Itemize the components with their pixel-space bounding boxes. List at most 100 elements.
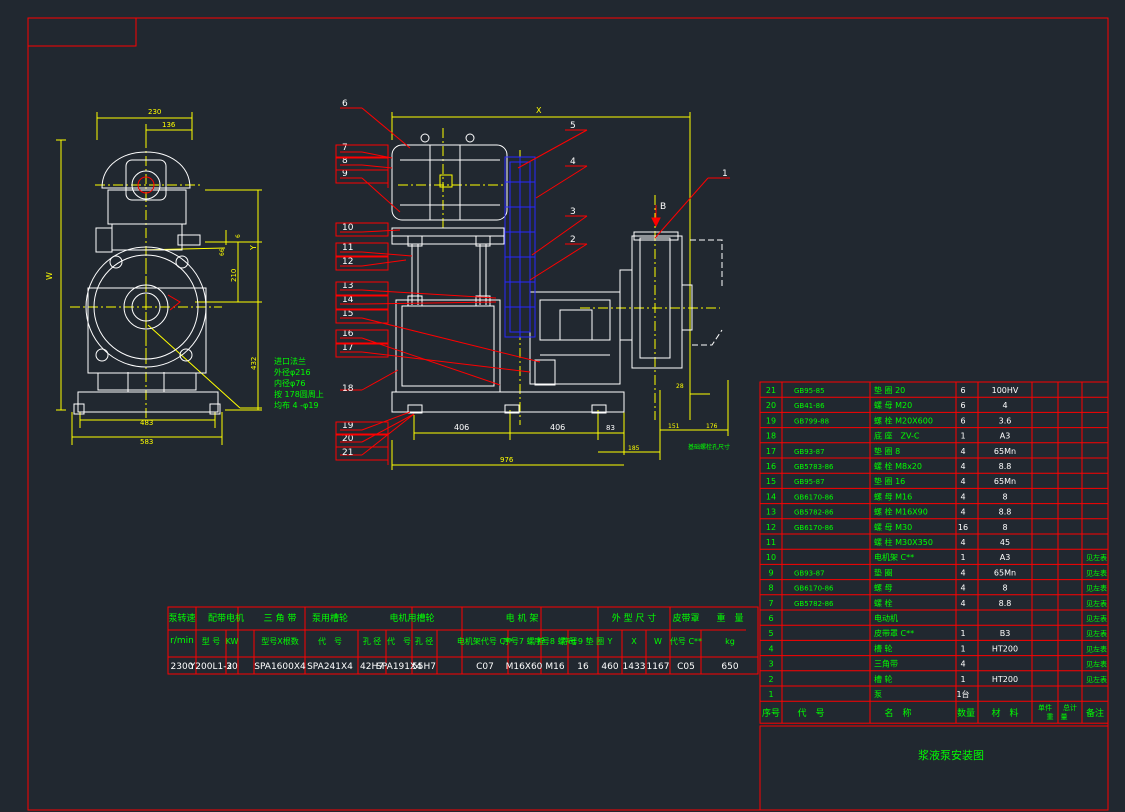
parts-qty: 4 — [960, 508, 965, 517]
parts-qty: 1 — [960, 553, 965, 562]
leader-4: 4 — [535, 157, 588, 199]
dim-83: 83 — [606, 424, 615, 432]
dim-28: 28 — [676, 383, 684, 390]
parts-name: 槽 轮 — [874, 643, 893, 653]
motor-cell-1: Y200L1-2 — [189, 662, 232, 672]
parts-no: 11 — [766, 538, 776, 547]
parts-name: 螺 栓 M8x20 — [874, 461, 922, 471]
parts-no: 20 — [766, 401, 776, 410]
dim-176: 176 — [706, 423, 718, 430]
part-balloon-12: 12 — [342, 257, 353, 267]
base-bolt-note: 基础螺栓孔尺寸 — [688, 443, 730, 451]
dim-w: W — [45, 272, 54, 280]
parts-no: 10 — [766, 553, 776, 562]
dim-583: 583 — [140, 438, 153, 446]
dim-66: 66 — [219, 248, 226, 256]
motor-subheader-13: W — [654, 637, 662, 646]
parts-header-qty: 数量 — [957, 707, 975, 719]
part-balloon-15: 15 — [342, 309, 353, 319]
parts-material: 8 — [1002, 492, 1007, 501]
parts-material: 8.8 — [999, 599, 1012, 608]
side-view-geometry — [73, 151, 221, 415]
motor-subheader-3: 代 号 — [318, 636, 342, 646]
motor-header-1: 配带电机 — [208, 612, 244, 624]
parts-name: 垫 圈 16 — [874, 476, 905, 486]
motor-subheader-4: 孔 径 — [363, 636, 382, 646]
section-label-b: B — [660, 202, 666, 212]
front-view-geometry — [391, 133, 723, 414]
motor-header-5: 电 机 架 — [506, 612, 539, 624]
motor-header-8: 重 量 — [716, 612, 743, 624]
parts-header-total: 总计 — [1063, 703, 1077, 712]
leader-8: 8 — [340, 156, 393, 169]
dim-210: 210 — [230, 269, 238, 282]
belt-guard — [504, 156, 536, 338]
leader-9: 9 — [340, 169, 401, 213]
motor-cell-7: 55H7 — [412, 662, 436, 672]
parts-code: GB6170-86 — [794, 585, 834, 593]
inlet-flange-note: 进口法兰 外径φ216 内径φ76 按 178圆周上 均布 4 -φ19 — [274, 356, 324, 410]
note-line-5: 均布 4 -φ19 — [274, 400, 319, 410]
parts-name: 三角带 — [874, 659, 898, 669]
motor-cell-2: 30 — [226, 662, 238, 672]
title-block: 浆液泵安装图 — [759, 725, 1109, 811]
parts-code: GB6170-86 — [794, 493, 834, 501]
dim-406-b: 406 — [550, 423, 565, 432]
dim-976: 976 — [500, 456, 514, 464]
motor-cell-11: 16 — [577, 662, 589, 672]
parts-material: 100HV — [992, 386, 1019, 395]
drawing-frame — [27, 17, 1109, 811]
parts-no: 3 — [768, 660, 773, 669]
parts-no: 7 — [768, 599, 773, 608]
leader-5: 5 — [517, 121, 588, 169]
parts-remark: 见左表 — [1086, 584, 1107, 593]
part-balloon-3: 3 — [570, 207, 576, 217]
part-balloon-11: 11 — [342, 243, 353, 253]
dim-x: X — [536, 106, 542, 115]
motor-header-0: 泵转速 — [168, 612, 195, 624]
parts-material: HT200 — [992, 675, 1018, 684]
parts-qty: 4 — [960, 584, 965, 593]
motor-cell-13: 1433 — [623, 662, 646, 672]
parts-material: 8 — [1002, 523, 1007, 532]
motor-subheader-9: 序号8 螺 母 — [534, 636, 576, 646]
parts-header-unit: 单件 — [1038, 703, 1052, 712]
leader-15: 15 — [340, 309, 541, 363]
parts-qty: 1 — [960, 675, 965, 684]
parts-no: 1 — [768, 690, 773, 699]
motor-cell-0: 2300 — [171, 662, 194, 672]
side-view — [56, 112, 262, 445]
motor-subheader-14: 代号 C** — [670, 636, 702, 646]
parts-qty: 1台 — [956, 689, 969, 699]
parts-code: GB93-87 — [794, 448, 825, 456]
part-balloon-5: 5 — [570, 121, 576, 131]
parts-header-remark: 备注 — [1086, 707, 1104, 719]
part-balloon-21: 21 — [342, 448, 353, 458]
front-view-dimensions — [391, 112, 729, 470]
parts-material: 4 — [1002, 401, 1007, 410]
parts-remark: 见左表 — [1086, 568, 1107, 577]
dim-230: 230 — [148, 108, 161, 116]
motor-subheader-10: 序号9 垫 圈 — [562, 636, 604, 646]
parts-material: 65Mn — [994, 447, 1016, 456]
parts-remark: 见左表 — [1086, 660, 1107, 669]
note-line-3: 内径φ76 — [274, 378, 305, 388]
parts-remark: 见左表 — [1086, 675, 1107, 684]
parts-name: 螺 栓 M20X600 — [874, 415, 933, 425]
motor-header-6: 外 型 尺 寸 — [612, 612, 657, 624]
parts-no: 13 — [766, 508, 776, 517]
parts-qty: 16 — [958, 523, 968, 532]
leader-3: 3 — [531, 207, 588, 256]
motor-header-3: 泵用槽轮 — [312, 612, 348, 624]
balloon-frame — [335, 256, 389, 271]
parts-qty: 4 — [960, 538, 965, 547]
